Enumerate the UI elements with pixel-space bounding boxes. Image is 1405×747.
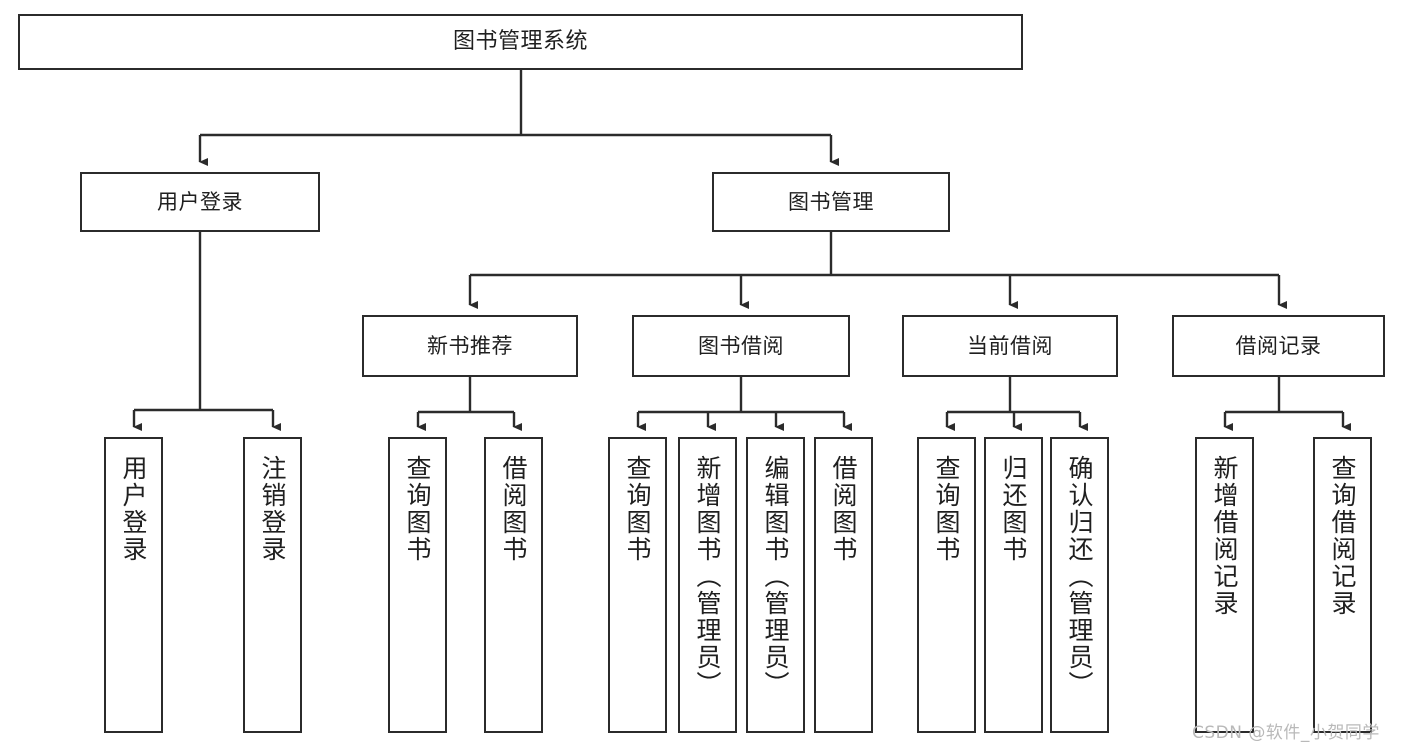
node-leaf-borrow1[interactable]: 借阅图书 xyxy=(484,437,543,733)
node-label: 新增借阅记录 xyxy=(1210,455,1239,617)
node-label: 图书借阅 xyxy=(698,333,784,358)
node-leaf-logout[interactable]: 注销登录 xyxy=(243,437,302,733)
node-label: 借阅图书 xyxy=(829,455,858,563)
node-bookmgmt[interactable]: 图书管理 xyxy=(712,172,950,232)
node-label: 用户登录 xyxy=(119,455,148,563)
node-label: 查询图书 xyxy=(623,455,652,563)
node-root[interactable]: 图书管理系统 xyxy=(18,14,1023,70)
node-leaf-query2[interactable]: 查询图书 xyxy=(608,437,667,733)
node-newrec[interactable]: 新书推荐 xyxy=(362,315,578,377)
watermark: CSDN @软件_小贺同学 xyxy=(1192,723,1380,743)
node-label: 用户登录 xyxy=(157,189,243,214)
node-label: 图书管理系统 xyxy=(452,29,588,55)
node-leaf-query3[interactable]: 查询图书 xyxy=(917,437,976,733)
node-borrow[interactable]: 图书借阅 xyxy=(632,315,850,377)
node-login[interactable]: 用户登录 xyxy=(80,172,320,232)
node-label: 查询图书 xyxy=(403,455,432,563)
node-label: 查询借阅记录 xyxy=(1328,455,1357,617)
node-leaf-query1[interactable]: 查询图书 xyxy=(388,437,447,733)
node-leaf-login[interactable]: 用户登录 xyxy=(104,437,163,733)
node-leaf-confirm[interactable]: 确认归还（管理员） xyxy=(1050,437,1109,733)
node-label: 新书推荐 xyxy=(427,333,513,358)
node-label: 确认归还（管理员） xyxy=(1065,455,1094,698)
node-label: 编辑图书（管理员） xyxy=(761,455,790,698)
node-leaf-return[interactable]: 归还图书 xyxy=(984,437,1043,733)
node-label: 当前借阅 xyxy=(967,333,1053,358)
node-label: 新增图书（管理员） xyxy=(693,455,722,698)
node-label: 借阅图书 xyxy=(499,455,528,563)
node-leaf-addbook[interactable]: 新增图书（管理员） xyxy=(678,437,737,733)
node-label: 借阅记录 xyxy=(1235,333,1322,358)
node-leaf-borrow2[interactable]: 借阅图书 xyxy=(814,437,873,733)
node-label: 查询图书 xyxy=(932,455,961,563)
node-leaf-addrec[interactable]: 新增借阅记录 xyxy=(1195,437,1254,733)
node-label: 归还图书 xyxy=(999,455,1028,563)
node-label: 注销登录 xyxy=(258,455,287,563)
node-current[interactable]: 当前借阅 xyxy=(902,315,1118,377)
node-records[interactable]: 借阅记录 xyxy=(1172,315,1385,377)
node-label: 图书管理 xyxy=(788,189,874,214)
node-leaf-editbook[interactable]: 编辑图书（管理员） xyxy=(746,437,805,733)
node-leaf-queryrec[interactable]: 查询借阅记录 xyxy=(1313,437,1372,733)
